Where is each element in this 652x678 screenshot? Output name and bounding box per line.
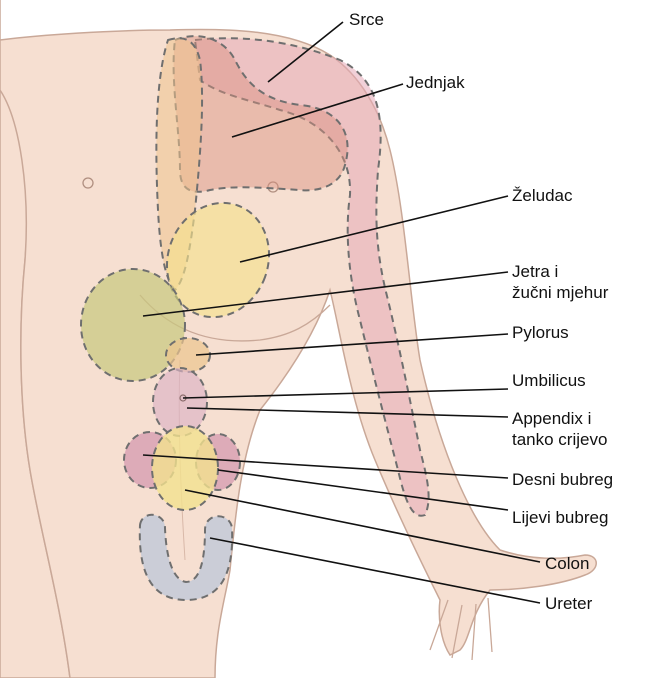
label-jetra-line1: Jetra i [512,262,558,282]
colon-leader [185,490,540,562]
label-srce: Srce [349,10,384,30]
label-appendix-line1: Appendix i [512,409,591,429]
colon-zone [152,426,218,510]
label-pylorus: Pylorus [512,323,569,343]
label-appendix-line2: tanko crijevo [512,430,607,450]
label-ureter: Ureter [545,594,592,614]
label-umbilicus: Umbilicus [512,371,586,391]
label-jetra-line2: žučni mjehur [512,283,608,303]
label-colon: Colon [545,554,589,574]
label-jednjak: Jednjak [406,73,465,93]
label-zeludac: Želudac [512,186,572,206]
label-desni-bubreg: Desni bubreg [512,470,613,490]
label-lijevi-bubreg: Lijevi bubreg [512,508,608,528]
